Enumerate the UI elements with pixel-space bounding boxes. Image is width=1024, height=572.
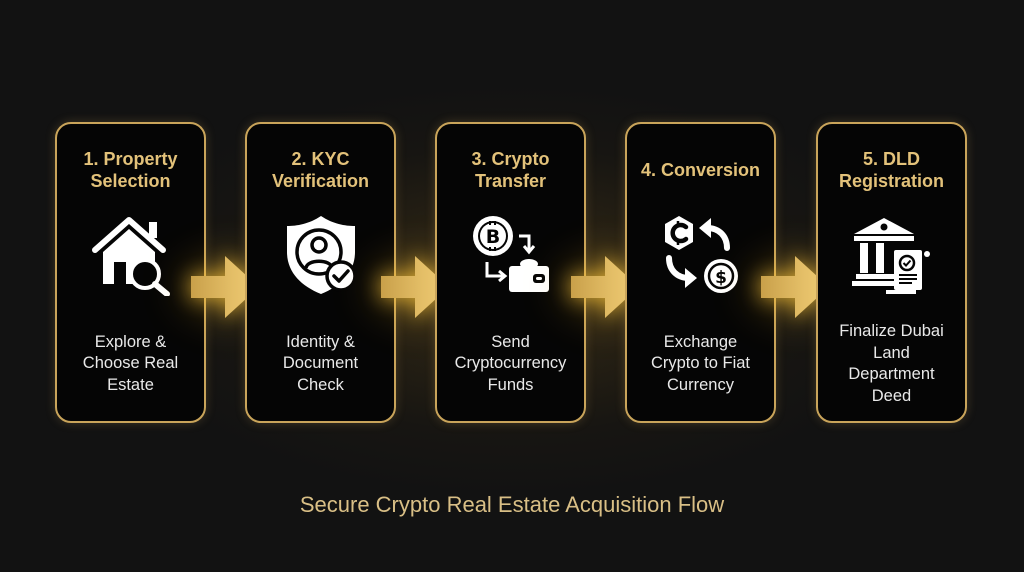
diagram-title: Secure Crypto Real Estate Acquisition Fl… <box>299 492 725 517</box>
step-title: 4. Conversion <box>640 160 761 180</box>
shield-user-check-icon <box>279 212 363 296</box>
step-card-property-selection: 1. Property Selection Explore & Choose R… <box>55 122 206 423</box>
step-card-conversion: 4. Conversion $ Exchange Crypto to Fiat … <box>625 122 776 423</box>
house-search-icon <box>89 212 173 296</box>
step-title: 3. Crypto Transfer <box>471 149 550 191</box>
government-deed-icon <box>850 212 934 296</box>
bitcoin-wallet-transfer-icon: B <box>469 212 553 296</box>
step-card-kyc-verification: 2. KYC Verification Identity & Document … <box>245 122 396 423</box>
step-title: 2. KYC Verification <box>271 149 370 191</box>
step-title: 1. Property Selection <box>83 149 178 191</box>
step-description: Send Cryptocurrency Funds <box>454 332 567 394</box>
step-description: Identity & Document Check <box>282 332 359 394</box>
svg-text:B: B <box>485 226 499 248</box>
arrow-right-icon <box>569 254 641 320</box>
crypto-fiat-exchange-icon: $ <box>659 212 743 296</box>
step-description: Finalize Dubai Land Department Deed <box>839 322 944 405</box>
step-card-crypto-transfer: 3. Crypto Transfer B Send Cry <box>435 122 586 423</box>
arrow-right-icon <box>759 254 831 320</box>
step-description: Explore & Choose Real Estate <box>82 332 179 394</box>
step-description: Exchange Crypto to Fiat Currency <box>650 332 751 394</box>
arrow-right-icon <box>189 254 261 320</box>
svg-text:$: $ <box>715 268 727 288</box>
step-card-dld-registration: 5. DLD Registration Finalize <box>816 122 967 423</box>
arrow-right-icon <box>379 254 451 320</box>
step-title: 5. DLD Registration <box>838 149 944 191</box>
